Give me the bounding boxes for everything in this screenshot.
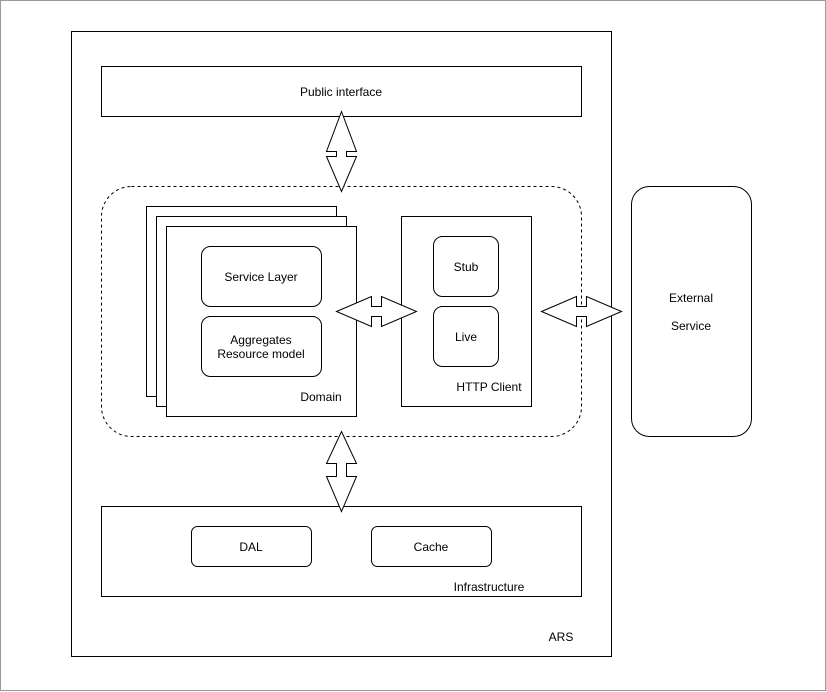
- live-label: Live: [455, 330, 477, 344]
- dal-label: DAL: [239, 540, 263, 554]
- service-label: Service: [671, 319, 711, 333]
- http-client-label: HTTP Client: [456, 380, 522, 394]
- double-headed-arrow-icon: [325, 430, 358, 513]
- external-service-box: [631, 186, 752, 437]
- infrastructure-label: Infrastructure: [454, 580, 525, 594]
- dal-box: [191, 526, 312, 567]
- stub-box: [433, 236, 499, 297]
- public-interface-label: Public interface: [300, 85, 382, 99]
- public-interface-box: [101, 66, 582, 117]
- live-box: [433, 306, 499, 367]
- stub-label: Stub: [454, 260, 479, 274]
- external-label: External: [669, 291, 713, 305]
- double-headed-arrow-icon: [540, 295, 623, 328]
- domain-stack: [146, 206, 357, 417]
- ars-label: ARS: [549, 630, 574, 644]
- domain-label: Domain: [300, 390, 341, 404]
- aggregates-box: [201, 316, 322, 377]
- infrastructure-box: [101, 506, 582, 597]
- resource-model-label: Resource model: [217, 347, 304, 361]
- double-headed-arrow-icon: [335, 295, 418, 328]
- service-layer-label: Service Layer: [224, 270, 297, 284]
- cache-box: [371, 526, 492, 567]
- cache-label: Cache: [414, 540, 449, 554]
- aggregates-label: Aggregates: [230, 333, 291, 347]
- double-headed-arrow-icon: [325, 110, 358, 193]
- service-layer-box: [201, 246, 322, 307]
